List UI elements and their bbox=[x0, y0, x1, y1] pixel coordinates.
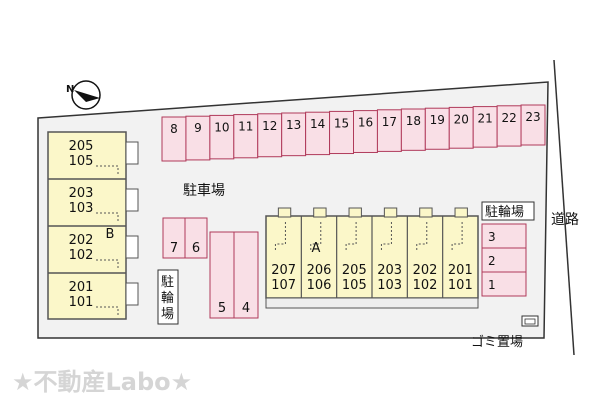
unit-number-upper: 201 bbox=[69, 280, 94, 295]
parking-space-number: 8 bbox=[170, 122, 178, 136]
parking-space-number: 17 bbox=[382, 115, 397, 129]
parking-space-number: 13 bbox=[286, 118, 301, 132]
parking-space-number: 10 bbox=[214, 120, 229, 134]
dashed-outline bbox=[96, 165, 119, 176]
entrance-bump bbox=[383, 207, 398, 218]
parking-row-top: 8 9 10 11 12 13 14 15 16 17 18 19 20 21 22 23 bbox=[161, 104, 546, 162]
entrance-bump bbox=[313, 207, 327, 218]
balcony bbox=[125, 282, 139, 306]
unit-number-upper: 203 bbox=[377, 263, 402, 278]
bicycle-parking-right-label: 駐輪場 bbox=[485, 204, 524, 220]
road-label: 道路 bbox=[551, 212, 579, 228]
dashed-outline bbox=[96, 212, 119, 223]
dashed-outline bbox=[345, 222, 357, 252]
parking-space bbox=[184, 217, 208, 259]
dashed-outline bbox=[451, 222, 463, 252]
parking-space-number: 6 bbox=[192, 241, 200, 256]
parking-lot-label: 駐車場 bbox=[183, 182, 225, 199]
parking-space-number: 21 bbox=[478, 112, 493, 126]
parking-space-number: 5 bbox=[218, 301, 226, 316]
dashed-outline bbox=[416, 222, 428, 252]
parking-space-number: 4 bbox=[242, 301, 250, 316]
bicycle-slot-number: 3 bbox=[488, 230, 496, 244]
unit-number-lower: 102 bbox=[413, 278, 438, 293]
unit-number-lower: 103 bbox=[69, 201, 94, 216]
entrance-bump bbox=[419, 207, 433, 218]
balcony bbox=[125, 235, 139, 259]
entrance-bump bbox=[454, 207, 468, 218]
bicycle-parking-left-char-2: 輪 bbox=[161, 290, 174, 306]
bicycle-parking-right-box bbox=[481, 201, 535, 221]
unit-number-lower: 106 bbox=[307, 278, 332, 293]
unit-number-upper: 202 bbox=[69, 233, 94, 248]
unit-number-lower: 105 bbox=[69, 154, 94, 169]
bicycle-slot-number: 1 bbox=[488, 278, 496, 292]
dashed-outline bbox=[96, 259, 119, 270]
parking-space-number: 18 bbox=[406, 114, 421, 128]
garbage-label: ゴミ置場 bbox=[471, 334, 523, 350]
building-a-label: A bbox=[312, 241, 321, 256]
garbage-box-inner bbox=[524, 318, 536, 325]
garbage-box bbox=[521, 315, 539, 327]
unit-number-upper: 201 bbox=[448, 263, 473, 278]
road-edge-line bbox=[553, 59, 575, 356]
unit-number-lower: 101 bbox=[69, 295, 94, 310]
parking-space-number: 20 bbox=[454, 112, 469, 126]
parking-space-number: 15 bbox=[334, 116, 349, 130]
unit-number-lower: 103 bbox=[377, 278, 402, 293]
balcony bbox=[125, 141, 139, 165]
unit-number-upper: 206 bbox=[307, 263, 332, 278]
north-arrow-icon: N bbox=[66, 80, 101, 110]
entrance-bump bbox=[348, 207, 362, 218]
building-a-walkway bbox=[265, 297, 479, 309]
parking-space-number: 23 bbox=[525, 110, 540, 124]
unit-number-upper: 203 bbox=[69, 186, 94, 201]
unit-number-lower: 101 bbox=[448, 278, 473, 293]
parking-space-number: 14 bbox=[310, 117, 325, 131]
dashed-outline bbox=[274, 222, 286, 252]
bicycle-slot-number: 2 bbox=[488, 254, 496, 268]
bicycle-parking-left-char-1: 駐 bbox=[161, 275, 174, 290]
parking-space-number: 11 bbox=[238, 120, 253, 134]
parking-space bbox=[233, 231, 259, 319]
parking-space-number: 19 bbox=[430, 113, 445, 127]
parking-space-number: 7 bbox=[170, 241, 178, 256]
balcony bbox=[125, 188, 139, 212]
parking-space-number: 12 bbox=[262, 119, 277, 133]
unit-number-upper: 202 bbox=[413, 263, 438, 278]
bicycle-slot bbox=[481, 271, 527, 297]
bicycle-parking-left-char-3: 場 bbox=[161, 307, 174, 322]
watermark-text: ★不動産Labo★ bbox=[12, 368, 192, 396]
dashed-outline bbox=[96, 306, 119, 317]
unit-number-upper: 207 bbox=[271, 263, 296, 278]
unit-number-upper: 205 bbox=[69, 139, 94, 154]
unit-number-upper: 205 bbox=[342, 263, 367, 278]
dashed-outline bbox=[310, 222, 322, 252]
parking-space bbox=[520, 104, 546, 146]
dashed-outline bbox=[380, 222, 392, 252]
entrance-bump bbox=[277, 207, 292, 218]
building-b-label: B bbox=[106, 227, 115, 242]
bicycle-slot bbox=[481, 223, 527, 249]
unit-number-lower: 107 bbox=[271, 278, 296, 293]
bicycle-parking-left-box bbox=[157, 269, 179, 325]
north-letter: N bbox=[66, 84, 74, 95]
parking-space-number: 22 bbox=[501, 111, 516, 125]
parking-space-number: 16 bbox=[358, 116, 373, 130]
parking-space-number: 9 bbox=[194, 121, 202, 135]
unit-number-lower: 102 bbox=[69, 248, 94, 263]
unit-number-lower: 105 bbox=[342, 278, 367, 293]
bicycle-slots: 3 2 1 bbox=[481, 223, 527, 297]
